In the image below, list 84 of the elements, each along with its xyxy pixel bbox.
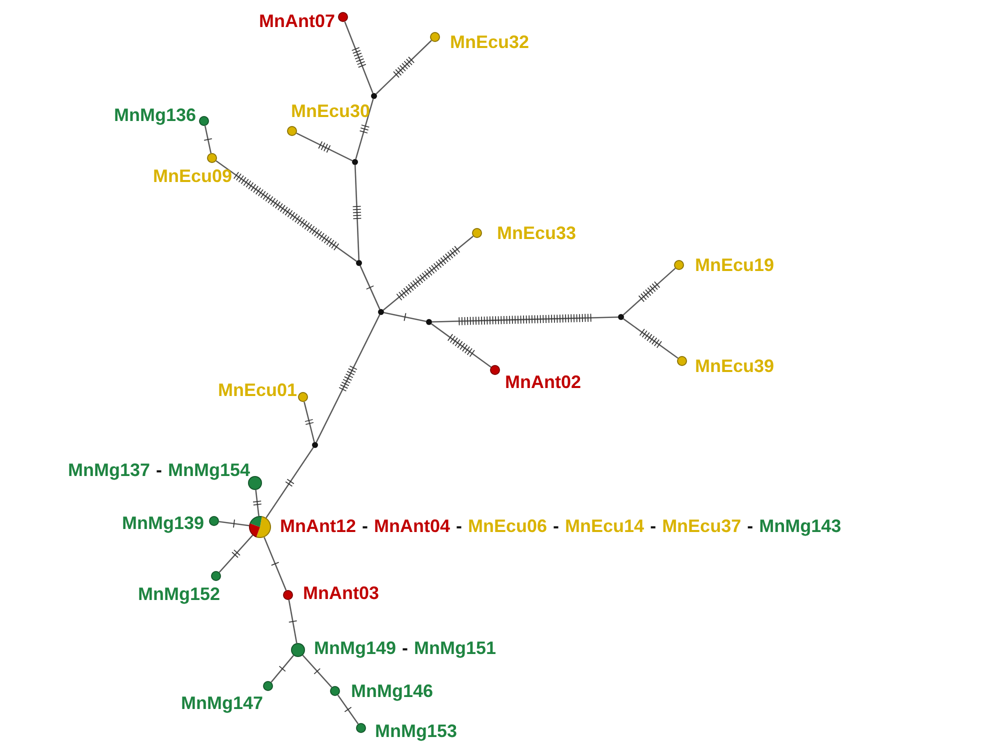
network-branch <box>255 490 260 516</box>
haplotype-label: MnMg137 <box>68 461 150 481</box>
haplotype-label: MnEcu19 <box>695 256 774 276</box>
network-branch <box>355 98 374 160</box>
median-vector-dot <box>371 93 377 99</box>
separator-dash: - <box>362 517 368 537</box>
haplotype-circle <box>298 392 308 402</box>
network-branch <box>376 40 432 94</box>
haplotype-label: MnAnt07 <box>259 12 335 32</box>
haplotype-circle <box>490 365 500 375</box>
haplotype-circle <box>330 686 340 696</box>
median-vector-dot <box>312 442 318 448</box>
haplotype-circle <box>263 681 273 691</box>
haplotype-label: MnEcu32 <box>450 33 530 53</box>
network-branch <box>360 265 380 310</box>
network-branch <box>304 402 315 442</box>
haplotype-circle <box>287 126 297 136</box>
network-branch <box>384 312 426 322</box>
network-branch <box>296 132 353 162</box>
haplotype-label: MnAnt12 <box>280 517 356 537</box>
network-branch <box>432 316 618 323</box>
haplotype-label: MnMg153 <box>375 722 458 742</box>
haplotype-circle <box>199 116 209 126</box>
separator-dash: - <box>553 517 560 537</box>
network-branch <box>288 600 298 644</box>
separator-dash: - <box>650 517 656 537</box>
haplotype-label: MnEcu14 <box>565 517 644 537</box>
haplotype-label: MnMg147 <box>180 694 263 714</box>
network-branch <box>264 536 287 591</box>
haplotype-label: MnMg143 <box>759 517 842 537</box>
haplotype-label: MnEcu39 <box>695 357 774 377</box>
haplotype-circle <box>677 356 687 366</box>
median-vector-dot <box>618 314 624 320</box>
haplotype-label: MnMg152 <box>138 585 220 605</box>
separator-dash: - <box>156 461 162 481</box>
haplotype-circle <box>207 153 217 163</box>
haplotype-circle <box>674 260 684 270</box>
haplotype-circle <box>291 643 305 657</box>
haplotype-label: MnAnt04 <box>374 517 450 537</box>
haplotype-circle <box>211 571 221 581</box>
haplotype-circle <box>472 228 482 238</box>
network-branch <box>623 318 678 359</box>
network-branch <box>218 534 254 573</box>
median-vector-dot <box>378 309 384 315</box>
haplotype-label: MnAnt02 <box>505 373 581 393</box>
network-branch <box>344 21 374 94</box>
haplotype-circle <box>356 723 366 733</box>
separator-dash: - <box>402 639 408 659</box>
network-branch <box>302 654 332 688</box>
median-vector-dot <box>356 260 362 266</box>
haplotype-circle <box>209 516 219 526</box>
network-branch <box>316 314 380 443</box>
haplotype-label: MnMg149 <box>314 639 396 659</box>
network-branch <box>216 160 357 262</box>
haplotype-label: MnEcu09 <box>152 167 232 187</box>
separator-dash: - <box>456 517 462 537</box>
network-branch <box>337 694 359 724</box>
haplotype-label: MnEcu01 <box>218 381 297 401</box>
haplotype-label: MnAnt03 <box>303 584 379 604</box>
haplotype-circle <box>248 476 262 490</box>
haplotype-label: MnEcu30 <box>290 102 370 122</box>
network-branch <box>204 126 212 154</box>
network-branch <box>354 164 360 260</box>
network-branch <box>266 447 314 518</box>
network-branch <box>622 268 676 316</box>
haplotype-label: MnMg154 <box>168 461 250 481</box>
haplotype-label: MnMg136 <box>114 106 196 126</box>
network-branch <box>218 520 250 526</box>
haplotype-label: MnMg139 <box>122 514 204 534</box>
haplotype-circle <box>338 12 348 22</box>
haplotype-label: MnMg146 <box>351 682 434 702</box>
separator-dash: - <box>747 517 754 537</box>
haplotype-label: MnMg151 <box>414 639 496 659</box>
network-branch <box>431 323 492 368</box>
median-vector-dot <box>352 159 358 165</box>
haplotype-pie-chart <box>249 516 271 538</box>
network-branch <box>270 654 294 683</box>
network-branch <box>382 236 474 311</box>
haplotype-circle <box>283 590 293 600</box>
median-vector-dot <box>426 319 432 325</box>
haplotype-label: MnEcu37 <box>662 517 742 537</box>
haplotype-label: MnEcu33 <box>497 224 576 244</box>
haplotype-label: MnEcu06 <box>468 517 548 537</box>
haplotype-circle <box>430 32 440 42</box>
